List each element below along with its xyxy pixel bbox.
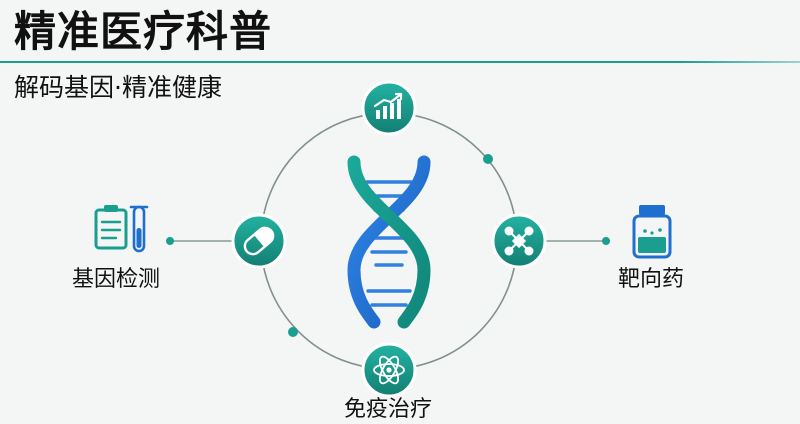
atom-icon (373, 355, 405, 385)
label-gene-testing: 基因检测 (72, 267, 161, 292)
node-bottom[interactable] (361, 342, 417, 398)
connector-left-dot (166, 237, 174, 245)
connector-right-dot (602, 237, 610, 245)
capsule-icon (243, 226, 275, 256)
clipboard-test-tube-icon (94, 205, 149, 253)
chart-growth-icon (373, 92, 403, 119)
ring-dot-top-right (483, 154, 493, 164)
orbit-ring (260, 112, 518, 370)
label-targeted-drug: 靶向药 (618, 267, 685, 292)
ring-dot-bottom-left (288, 327, 298, 337)
node-left[interactable] (231, 213, 287, 269)
node-right[interactable] (491, 213, 547, 269)
title-divider (0, 61, 800, 63)
page-subtitle: 解码基因·精准健康 (14, 73, 222, 102)
precision-medicine-diagram (94, 80, 672, 398)
medicine-bottle-icon (632, 205, 672, 259)
page-title: 精准医疗科普 (14, 7, 273, 56)
node-top[interactable] (361, 80, 417, 136)
label-immunotherapy: 免疫治疗 (344, 397, 433, 422)
molecule-icon (504, 226, 534, 256)
dna-helix-icon (347, 155, 431, 329)
